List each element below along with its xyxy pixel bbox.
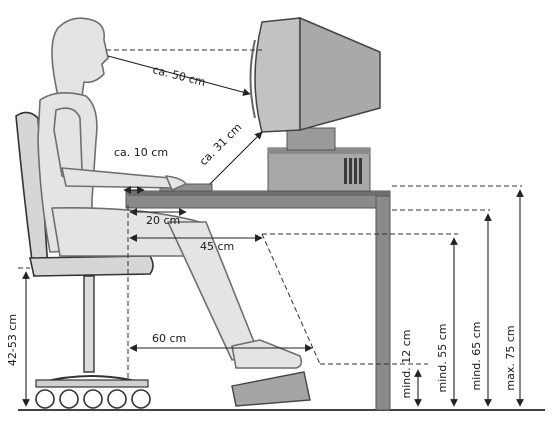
label-footrest-height: mind. 12 cm bbox=[400, 330, 413, 399]
chair bbox=[15, 111, 154, 409]
reference-lines bbox=[18, 49, 522, 380]
label-desk-max: max. 75 cm bbox=[504, 325, 517, 390]
computer-case bbox=[267, 147, 371, 192]
label-eye-keyboard: ca. 31 cm bbox=[197, 121, 244, 168]
footrest bbox=[231, 371, 311, 407]
seated-person bbox=[37, 17, 303, 369]
label-knee-clearance: 45 cm bbox=[200, 240, 234, 253]
arrow-eye-keyboard bbox=[209, 131, 263, 185]
measurement-arrows bbox=[22, 55, 524, 407]
label-seat-height: 42-53 cm bbox=[6, 314, 19, 366]
label-keyboard-edge: 20 cm bbox=[146, 214, 180, 227]
label-foot-clearance: 60 cm bbox=[152, 332, 186, 345]
label-forearm: ca. 10 cm bbox=[114, 146, 168, 159]
label-eye-screen: ca. 50 cm bbox=[151, 63, 207, 89]
monitor bbox=[249, 16, 381, 151]
label-desk-min: mind. 65 cm bbox=[470, 322, 483, 391]
desk bbox=[125, 190, 391, 411]
label-knee-height: mind. 55 cm bbox=[436, 324, 449, 393]
arrow-eye-screen bbox=[107, 55, 251, 96]
